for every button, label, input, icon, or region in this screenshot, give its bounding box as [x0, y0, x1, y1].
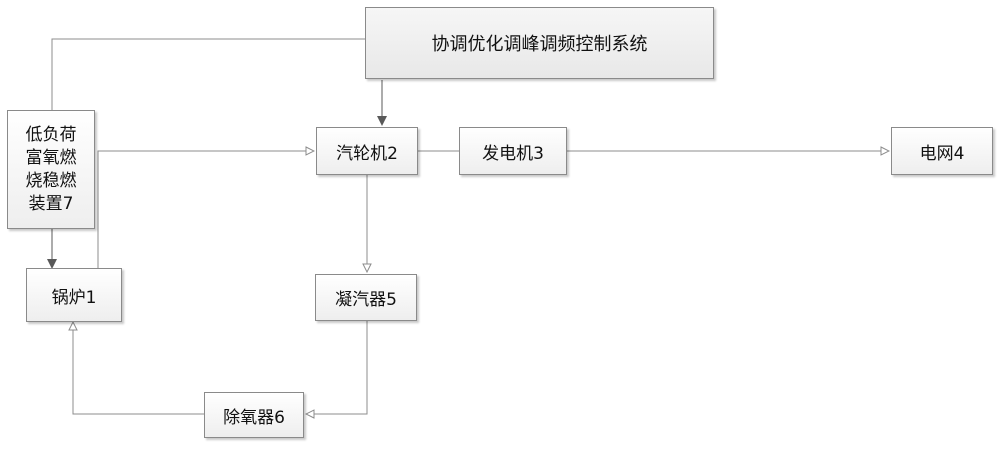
condenser-label: 凝汽器5	[335, 290, 397, 310]
deaerator-label: 除氧器6	[223, 407, 285, 428]
generator-label: 发电机3	[482, 143, 544, 164]
deaerator-box: 除氧器6	[204, 392, 304, 438]
grid-box: 电网4	[891, 127, 993, 175]
control-system-box: 协调优化调峰调频控制系统	[365, 7, 714, 79]
device-label-line-3: 烧稳燃	[25, 170, 77, 191]
boiler-box: 锅炉1	[26, 268, 122, 322]
device-label-line-4: 装置7	[28, 193, 74, 214]
control-system-label: 协调优化调峰调频控制系统	[431, 34, 648, 55]
line-boiler-to-turbine	[97, 151, 314, 268]
turbine-label: 汽轮机2	[336, 143, 398, 164]
grid-label: 电网4	[919, 143, 965, 164]
device-label-line-2: 富氧燃	[25, 147, 77, 168]
device-label-line-1: 低负荷	[25, 124, 77, 145]
line-deaerator-to-boiler	[73, 322, 204, 415]
boiler-label: 锅炉1	[51, 287, 97, 308]
line-condenser-to-deaerator	[306, 321, 368, 414]
combustion-device-box: 低负荷 富氧燃 烧稳燃 装置7	[7, 110, 95, 229]
generator-box: 发电机3	[459, 127, 567, 175]
turbine-box: 汽轮机2	[316, 127, 418, 175]
condenser-box: 凝汽器5	[315, 274, 417, 321]
line-control-to-device	[51, 38, 365, 110]
